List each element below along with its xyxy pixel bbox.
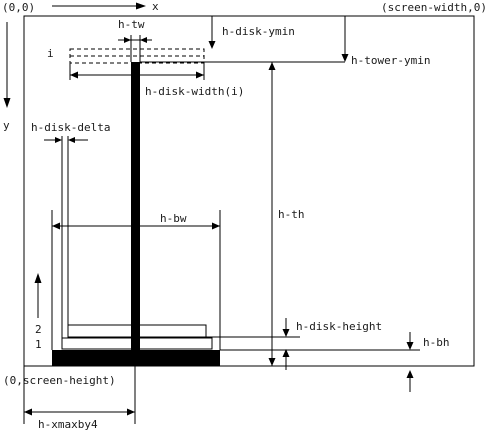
- h-disk-ymin-label: h-disk-ymin: [222, 25, 295, 38]
- y-axis-label: y: [3, 119, 10, 132]
- h-tw-label: h-tw: [118, 18, 145, 31]
- screen-width-corner-label: (screen-width,0): [381, 1, 487, 14]
- y-axis-arrowhead: [3, 98, 11, 108]
- disk-index-label: i: [47, 47, 54, 60]
- h-disk-width-arrowhead-right: [196, 71, 204, 79]
- disk-2: [67, 324, 207, 338]
- disk-1-label: 1: [35, 338, 42, 351]
- h-disk-height-arrowhead-upper: [282, 329, 290, 337]
- h-xmaxby4-arrowhead-right: [127, 408, 135, 416]
- h-tw-arrowhead-right: [140, 37, 147, 43]
- h-bh-arrowhead-upper: [406, 342, 414, 350]
- x-axis-label: x: [152, 0, 159, 13]
- h-bh-label: h-bh: [423, 336, 450, 349]
- screen-frame: [23, 15, 475, 367]
- h-th-label-background: [274, 206, 318, 222]
- h-disk-width-arrowhead-left: [70, 71, 78, 79]
- h-th-label: h-th: [278, 208, 305, 221]
- h-bw-label: h-bw: [160, 212, 187, 225]
- x-axis-arrowhead: [136, 2, 146, 10]
- tower-pole: [131, 62, 140, 352]
- h-disk-height-label: h-disk-height: [296, 320, 382, 333]
- h-disk-width-label: h-disk-width(i): [145, 85, 244, 98]
- h-tw-arrowhead-left: [124, 37, 131, 43]
- h-xmaxby4-label: h-xmaxby4: [38, 418, 98, 431]
- h-th-arrowhead-top: [268, 62, 276, 70]
- h-bw-arrowhead-left: [52, 222, 60, 230]
- h-disk-ymin-arrowhead: [208, 41, 216, 49]
- disk-1: [61, 337, 213, 350]
- screen-height-corner-label: (0,screen-height): [3, 374, 116, 387]
- h-disk-height-arrowhead-lower: [282, 349, 290, 357]
- h-xmaxby4-arrowhead-left: [24, 408, 32, 416]
- h-bh-arrowhead-lower: [406, 370, 414, 378]
- tower-base: [52, 350, 220, 366]
- stack-direction-arrowhead: [34, 273, 42, 283]
- disk-2-label: 2: [35, 323, 42, 336]
- h-disk-delta-label: h-disk-delta: [31, 121, 110, 134]
- origin-label: (0,0): [2, 1, 35, 14]
- h-th-arrowhead-bottom: [268, 358, 276, 366]
- h-bw-arrowhead-right: [212, 222, 220, 230]
- h-tower-ymin-label: h-tower-ymin: [351, 54, 430, 67]
- h-disk-delta-arrowhead-left: [55, 137, 62, 143]
- h-tower-ymin-arrowhead: [341, 54, 349, 62]
- h-disk-delta-arrowhead-right: [68, 137, 75, 143]
